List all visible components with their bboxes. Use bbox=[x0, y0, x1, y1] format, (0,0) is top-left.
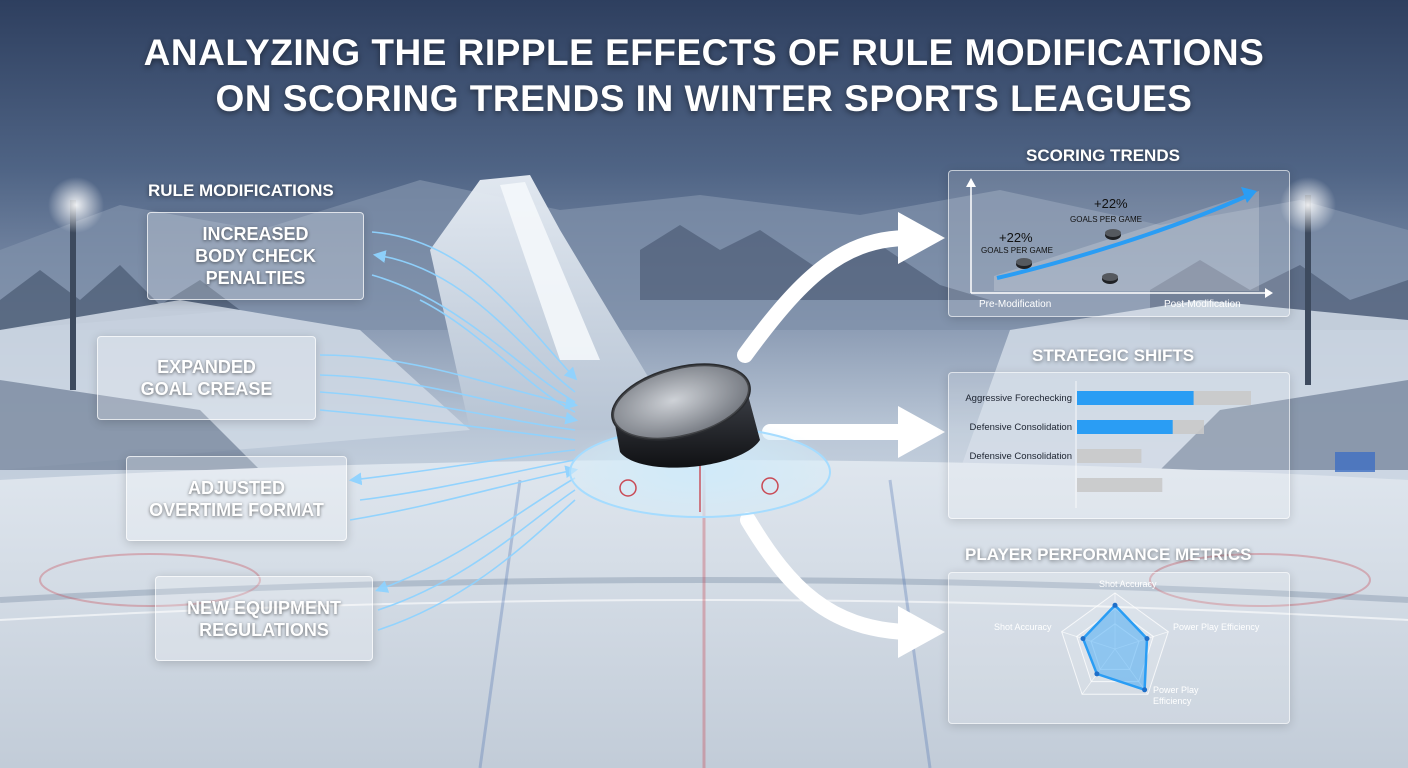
main-title: ANALYZING THE RIPPLE EFFECTS OF RULE MOD… bbox=[0, 30, 1408, 122]
rule-new-equipment-regulations: NEW EQUIPMENT REGULATIONS bbox=[155, 576, 373, 661]
radar-axis-label-bottom-right-1: Power Play bbox=[1153, 685, 1199, 695]
shift-bar-total-3 bbox=[1077, 449, 1142, 463]
annotation-2-caption: GOALS PER GAME bbox=[1070, 215, 1142, 224]
rule-1-line-3: PENALTIES bbox=[205, 268, 306, 288]
ripple-lines bbox=[319, 231, 579, 631]
radar-axis-label-bottom-right-2: Efficiency bbox=[1153, 696, 1192, 706]
rule-1-line-2: BODY CHECK bbox=[195, 246, 316, 266]
radar-point-3 bbox=[1142, 687, 1148, 693]
player-metrics-label: PLAYER PERFORMANCE METRICS bbox=[965, 545, 1252, 564]
rule-2-line-1: EXPANDED bbox=[157, 357, 256, 377]
output-arrows bbox=[737, 230, 913, 640]
radar-spoke-5 bbox=[1061, 631, 1116, 650]
title-line-2: ON SCORING TRENDS IN WINTER SPORTS LEAGU… bbox=[215, 78, 1193, 119]
x-end-label: Post-Modification bbox=[1164, 299, 1241, 310]
rule-1-line-1: INCREASED bbox=[202, 224, 309, 244]
player-metrics-panel: Shot Accuracy Power Play Efficiency Powe… bbox=[948, 572, 1290, 724]
radar-axis-label-right: Power Play Efficiency bbox=[1173, 622, 1260, 632]
output-arrowheads bbox=[898, 212, 945, 658]
player-metrics-radar-chart: Shot Accuracy Power Play Efficiency Powe… bbox=[994, 579, 1260, 706]
puck-marker-icon bbox=[1105, 229, 1121, 240]
radar-spoke-4 bbox=[1081, 648, 1116, 695]
scoring-trends-label: SCORING TRENDS bbox=[1026, 146, 1180, 165]
radar-point-1 bbox=[1112, 602, 1118, 608]
rule-modifications-label: RULE MODIFICATIONS bbox=[148, 181, 334, 200]
rule-4-line-2: REGULATIONS bbox=[199, 619, 329, 640]
radar-point-4 bbox=[1094, 671, 1100, 677]
rule-adjusted-overtime-format: ADJUSTED OVERTIME FORMAT bbox=[126, 456, 347, 541]
puck-marker-icon bbox=[1016, 258, 1032, 269]
strategic-shifts-label: STRATEGIC SHIFTS bbox=[1032, 346, 1195, 365]
radar-value-area bbox=[1081, 603, 1149, 692]
rule-3-line-1: ADJUSTED bbox=[187, 477, 285, 498]
annotation-2-value: +22% bbox=[1094, 196, 1128, 211]
rule-expanded-goal-crease: EXPANDED GOAL CREASE bbox=[97, 336, 316, 420]
shift-bar-label-1: Aggressive Forechecking bbox=[965, 393, 1072, 404]
shift-bar-blue-1 bbox=[1077, 391, 1194, 405]
radar-point-2 bbox=[1144, 636, 1150, 642]
rule-increased-body-check-penalties: INCREASED BODY CHECK PENALTIES bbox=[147, 212, 364, 300]
radar-axis-label-top: Shot Accuracy bbox=[1099, 579, 1157, 589]
scoring-trends-chart: +22% GOALS PER GAME +22% GOALS PER GAME … bbox=[966, 178, 1273, 310]
rule-3-line-2: OVERTIME FORMAT bbox=[149, 499, 324, 520]
shift-bar-label-3: Defensive Consolidation bbox=[970, 451, 1072, 462]
radar-point-5 bbox=[1080, 636, 1086, 642]
radar-spoke-2 bbox=[1114, 631, 1169, 650]
radar-spoke-3 bbox=[1114, 648, 1149, 695]
rule-2-line-2: GOAL CREASE bbox=[140, 379, 273, 399]
shift-bar-total-4 bbox=[1077, 478, 1163, 492]
title-line-1: ANALYZING THE RIPPLE EFFECTS OF RULE MOD… bbox=[143, 32, 1265, 73]
scoring-trends-panel: +22% GOALS PER GAME +22% GOALS PER GAME … bbox=[948, 170, 1290, 317]
hockey-puck-icon bbox=[565, 363, 835, 522]
puck-marker-icon bbox=[1102, 273, 1118, 284]
rule-4-line-1: NEW EQUIPMENT bbox=[186, 597, 341, 618]
annotation-1-value: +22% bbox=[999, 230, 1033, 245]
radar-axis-label-left: Shot Accuracy bbox=[994, 622, 1052, 632]
shift-bar-label-2: Defensive Consolidation bbox=[970, 422, 1072, 433]
shift-bar-blue-2 bbox=[1077, 420, 1173, 434]
x-start-label: Pre-Modification bbox=[979, 299, 1051, 310]
annotation-1-caption: GOALS PER GAME bbox=[981, 246, 1053, 255]
